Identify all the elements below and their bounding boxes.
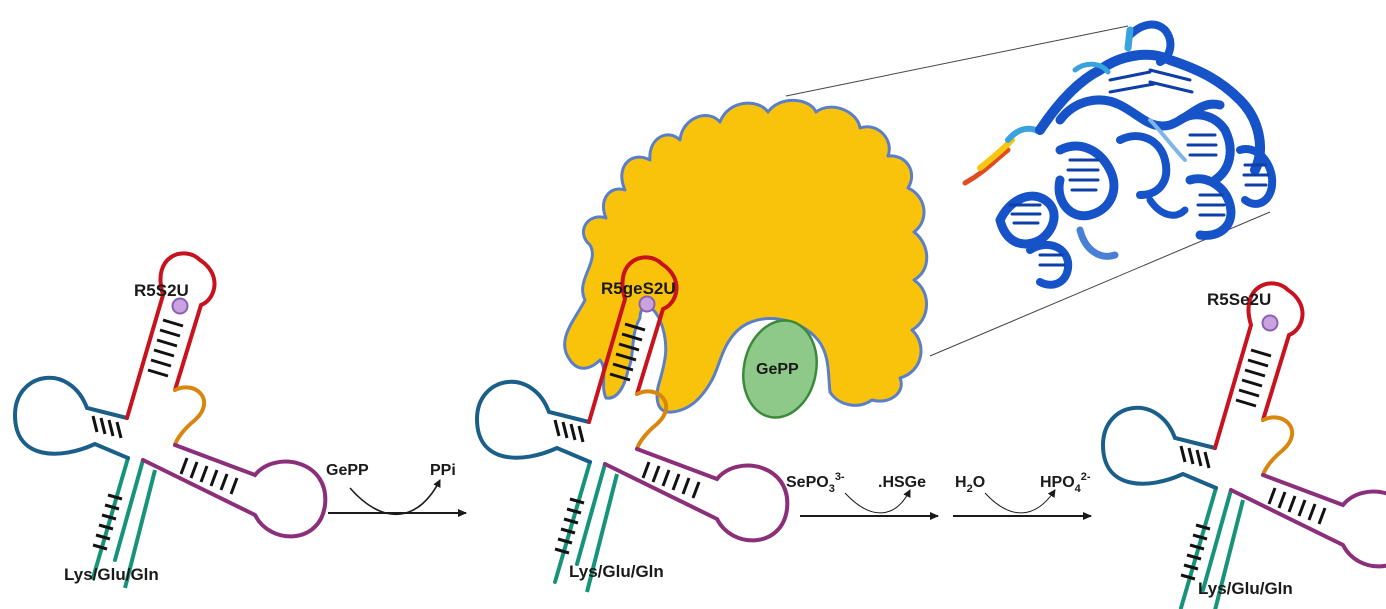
reaction-1-product: PPi [430, 462, 456, 479]
trna-right [1101, 281, 1386, 609]
reaction-3-substrate: H2O [955, 474, 985, 495]
trna-left [13, 251, 328, 590]
trna-right-amino-acid-label: Lys/Glu/Gln [1198, 579, 1293, 598]
trna-middle-amino-acid-label: Lys/Glu/Gln [569, 562, 664, 581]
reaction-3-product: HPO42- [1040, 471, 1091, 495]
reaction-2-arrow [800, 489, 939, 520]
zoom-line-top [785, 25, 1129, 97]
trna-middle [475, 255, 790, 594]
gepp-ligand-label: GePP [756, 361, 799, 378]
trna-left-modification-label: R5S2U [134, 281, 189, 300]
reaction-1-substrate: GePP [326, 462, 369, 479]
trna-middle-modification-label: R5geS2U [601, 279, 676, 298]
reaction-1-arrow [328, 479, 467, 517]
reaction-2-substrate: SePO33- [786, 471, 845, 495]
modification-dot [1261, 314, 1279, 332]
modification-dot [171, 297, 189, 315]
trna-left-amino-acid-label: Lys/Glu/Gln [64, 565, 159, 584]
reaction-2-product: .HSGe [878, 474, 926, 491]
protein-structure [962, 20, 1277, 289]
reaction-3-arrow [953, 489, 1092, 520]
gepp-ligand [742, 319, 818, 419]
modification-dot [638, 295, 656, 313]
trna-right-modification-label: R5Se2U [1207, 290, 1271, 309]
